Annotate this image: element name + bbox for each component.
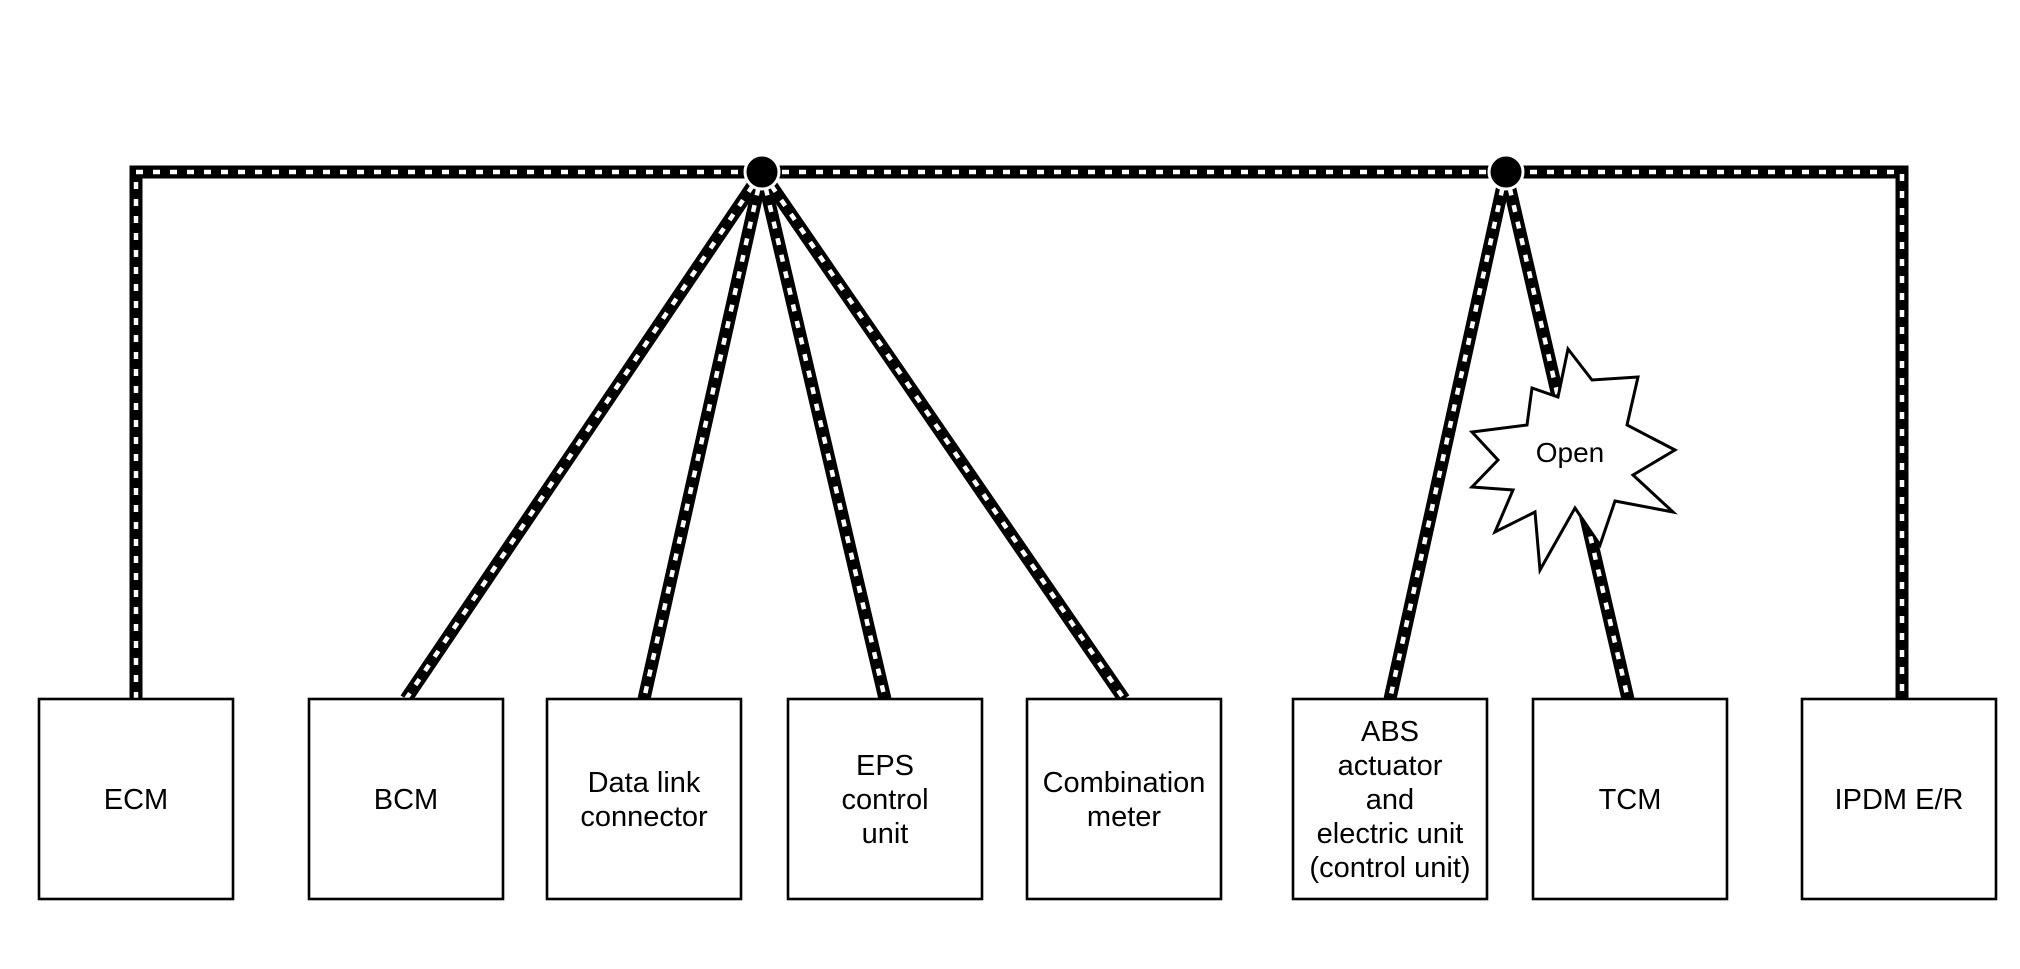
unit-label-line-3: unit (862, 818, 909, 850)
unit-label: IPDM E/R (1835, 784, 1964, 816)
branch-combination-meter (756, 168, 1130, 703)
unit-combination-meter: Combination meter (1025, 697, 1223, 901)
unit-abs-actuator: ABS actuator and electric unit (control … (1291, 697, 1489, 901)
unit-label-line-2: connector (580, 801, 708, 833)
unit-data-link-connector: Data link connector (545, 697, 743, 901)
can-bus-wiring (129, 153, 1909, 703)
unit-label-line-3: and (1366, 784, 1414, 816)
unit-ecm: ECM (37, 697, 235, 901)
unit-eps-control-unit: EPS control unit (786, 697, 984, 901)
unit-label-line-5: (control unit) (1309, 852, 1470, 884)
unit-label-line-4: electric unit (1317, 818, 1464, 850)
unit-ipdm-er: IPDM E/R (1800, 697, 1998, 901)
unit-label: ECM (104, 784, 168, 816)
unit-label: BCM (374, 784, 438, 816)
unit-label-line-2: actuator (1338, 750, 1443, 782)
open-label: Open (1536, 437, 1605, 468)
unit-label-line-1: Combination (1043, 767, 1206, 799)
junction-node-left (743, 153, 781, 191)
junction-node-right (1487, 153, 1525, 191)
unit-label: TCM (1599, 784, 1662, 816)
open-circuit-marker: Open (1468, 345, 1679, 575)
unit-label-line-1: Data link (588, 767, 701, 799)
unit-tcm: TCM (1531, 697, 1729, 901)
unit-label-line-1: EPS (856, 750, 914, 782)
unit-label-line-1: ABS (1361, 716, 1419, 748)
unit-label-line-2: control (841, 784, 928, 816)
unit-bcm: BCM (307, 697, 505, 901)
unit-label-line-2: meter (1087, 801, 1161, 833)
open-burst-icon (1468, 345, 1679, 575)
